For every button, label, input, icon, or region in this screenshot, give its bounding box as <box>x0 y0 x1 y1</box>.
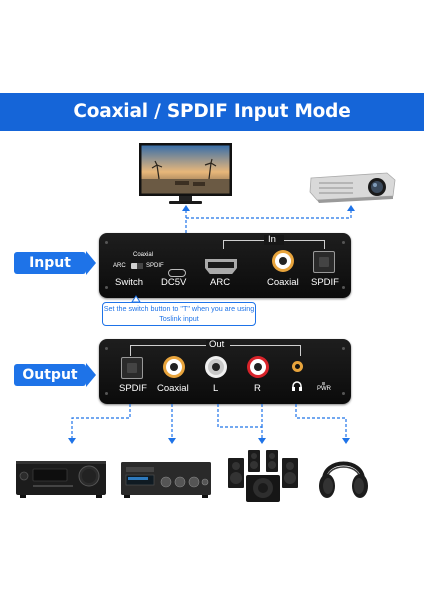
title-banner <box>0 93 424 131</box>
screw-icon <box>342 286 345 289</box>
tv-icon <box>139 143 232 204</box>
screw-icon <box>105 286 108 289</box>
banner-title: Coaxial / SPDIF Input Mode <box>73 101 351 122</box>
out-label-bg <box>206 340 230 350</box>
left-audio-port[interactable] <box>205 356 227 378</box>
hdmi-arc-port[interactable] <box>205 259 237 274</box>
headphone-jack[interactable] <box>292 361 303 372</box>
screw-icon <box>105 347 108 350</box>
spdif-output-label: SPDIF <box>119 383 147 394</box>
dc5v-label: DC5V <box>161 277 187 288</box>
coaxial-input-label: Coaxial <box>267 277 299 288</box>
switch-coaxial-label: Coaxial <box>133 252 154 258</box>
mode-switch[interactable] <box>131 263 143 269</box>
projector-icon <box>309 172 396 203</box>
output-label: Output <box>14 364 86 386</box>
coaxial-input-port[interactable] <box>272 250 294 272</box>
switch-arc-label: ARC <box>113 263 126 269</box>
screw-icon <box>342 392 345 395</box>
headphones-icon <box>319 461 368 498</box>
output-panel: Out SPDIF Coaxial L R PWR <box>99 339 351 404</box>
coaxial-output-label: Coaxial <box>157 383 189 394</box>
right-audio-label: R <box>254 383 261 394</box>
output-label-arrow <box>86 363 96 387</box>
tv-image <box>139 143 232 205</box>
screw-icon <box>105 392 108 395</box>
spdif-input-label: SPDIF <box>311 277 339 288</box>
amplifier-image <box>121 462 211 499</box>
arc-label: ARC <box>210 277 231 288</box>
spdif-input-port[interactable] <box>313 251 335 273</box>
in-label-bg <box>264 235 284 245</box>
power-led-icon <box>322 382 325 385</box>
out-label: Out <box>209 339 225 350</box>
input-panel: Coaxial ARC SPDIF Switch DC5V In ARC Coa… <box>99 233 351 298</box>
in-label: In <box>268 234 276 245</box>
input-label-arrow <box>86 251 96 275</box>
spdif-output-port[interactable] <box>121 357 143 379</box>
switch-spdif-label: SPDIF <box>146 263 164 269</box>
av-receiver-icon <box>16 461 106 498</box>
left-audio-label: L <box>213 383 219 394</box>
speakers-icon <box>228 450 298 502</box>
toslink-note: Set the switch button to "T" when you ar… <box>102 302 256 326</box>
headphones-image <box>316 448 371 503</box>
screw-icon <box>342 347 345 350</box>
amplifier-icon <box>121 462 211 498</box>
speakers-image <box>226 448 300 503</box>
av-receiver-image <box>16 461 106 499</box>
input-label: Input <box>14 252 86 274</box>
headphone-icon <box>291 380 303 392</box>
screw-icon <box>342 241 345 244</box>
coaxial-output-port[interactable] <box>163 356 185 378</box>
pwr-label: PWR <box>317 386 331 392</box>
projector-image <box>307 170 397 205</box>
usb-c-port[interactable] <box>168 269 186 277</box>
right-audio-port[interactable] <box>247 356 269 378</box>
screw-icon <box>105 241 108 244</box>
switch-label: Switch <box>115 277 143 288</box>
